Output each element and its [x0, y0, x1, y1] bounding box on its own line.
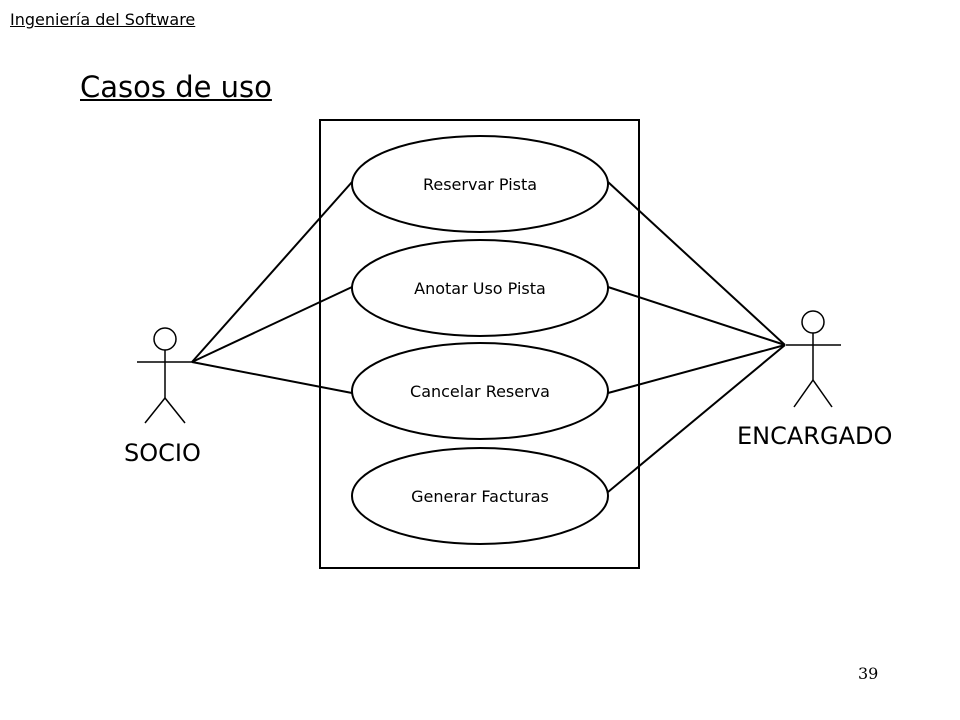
use-case-reservar-pista: Reservar Pista [351, 135, 609, 233]
use-case-ellipse [351, 135, 609, 233]
use-case-label: Cancelar Reserva [410, 382, 550, 401]
use-case-ellipse [351, 239, 609, 337]
actor-socio [137, 327, 193, 424]
actor-right-leg [164, 397, 186, 424]
use-case-generar-facturas: Generar Facturas [351, 447, 609, 545]
association-socio-anotar-uso-pista [191, 286, 353, 363]
actor-encargado [786, 310, 841, 408]
system-boundary [319, 119, 640, 569]
actor-head [153, 327, 177, 351]
actor-label-encargado: ENCARGADO [737, 422, 892, 450]
association-encargado-reservar-pista [607, 181, 786, 346]
slide-title: Casos de uso [80, 70, 272, 104]
association-encargado-anotar-uso-pista [607, 286, 786, 346]
use-case-cancelar-reserva: Cancelar Reserva [351, 342, 609, 440]
actor-right-leg [812, 379, 833, 408]
use-case-anotar-uso-pista: Anotar Uso Pista [351, 239, 609, 337]
socio-associations [191, 181, 353, 394]
use-case-label: Reservar Pista [423, 175, 537, 194]
use-case-ellipse [351, 447, 609, 545]
actor-label-socio: SOCIO [124, 439, 201, 467]
use-case-label: Generar Facturas [411, 487, 549, 506]
use-case-ellipse [351, 342, 609, 440]
use-case-label: Anotar Uso Pista [414, 279, 546, 298]
association-socio-reservar-pista [191, 181, 353, 363]
association-socio-cancelar-reserva [191, 361, 353, 394]
course-header: Ingeniería del Software [10, 10, 196, 29]
association-encargado-generar-facturas [607, 344, 786, 493]
actor-head [801, 310, 825, 334]
page-number: 39 [858, 664, 879, 683]
association-encargado-cancelar-reserva [607, 344, 786, 394]
actor-left-leg [793, 379, 814, 408]
actor-left-leg [144, 397, 166, 424]
encargado-associations [607, 181, 786, 493]
